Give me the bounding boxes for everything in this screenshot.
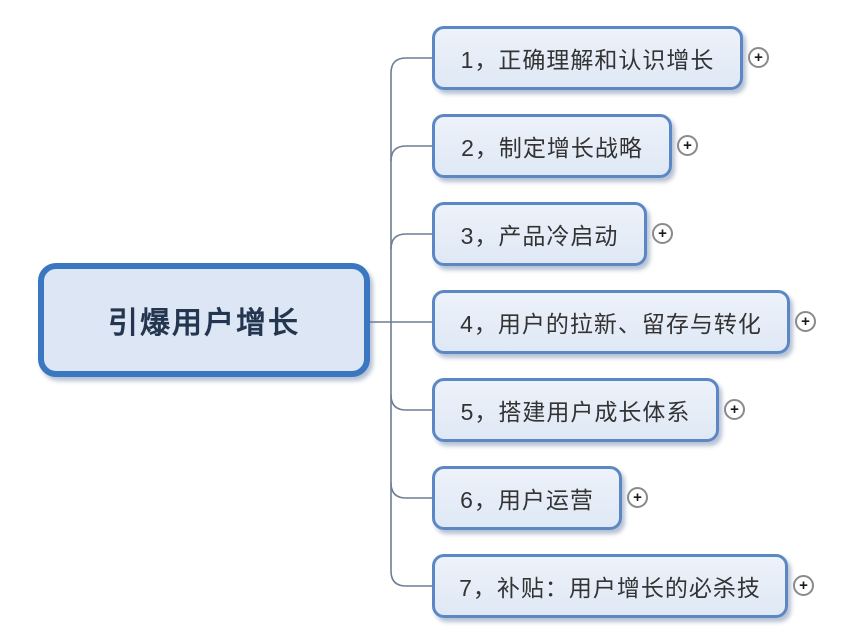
branch-node-1-label: 1，正确理解和认识增长 [460, 47, 715, 73]
plus-icon: + [658, 224, 667, 242]
plus-icon: + [799, 576, 808, 594]
plus-icon: + [683, 136, 692, 154]
connector-trunk-up-to-branch-1 [390, 57, 433, 323]
branch-node-3[interactable]: 3，产品冷启动 [432, 202, 647, 266]
root-node-label: 引爆用户增长 [108, 307, 300, 340]
branch-node-6-label: 6，用户运营 [460, 487, 594, 513]
branch-node-1[interactable]: 1，正确理解和认识增长 [432, 26, 743, 90]
branch-node-3-label: 3，产品冷启动 [460, 223, 619, 249]
expand-button-2[interactable]: + [677, 135, 698, 156]
branch-node-7[interactable]: 7，补贴：用户增长的必杀技 [432, 554, 788, 618]
expand-button-3[interactable]: + [652, 223, 673, 244]
mindmap-root-node[interactable]: 引爆用户增长 [38, 263, 370, 377]
branch-node-2[interactable]: 2，制定增长战略 [432, 114, 672, 178]
connector-trunk-down-to-branch-7 [390, 321, 433, 587]
plus-icon: + [754, 48, 763, 66]
branch-node-5-label: 5，搭建用户成长体系 [460, 399, 691, 425]
branch-node-5[interactable]: 5，搭建用户成长体系 [432, 378, 719, 442]
branch-node-2-label: 2，制定增长战略 [461, 135, 643, 161]
expand-button-1[interactable]: + [748, 47, 769, 68]
connector-branch-2 [390, 145, 433, 162]
expand-button-4[interactable]: + [795, 311, 816, 332]
plus-icon: + [633, 488, 642, 506]
plus-icon: + [801, 312, 810, 330]
branch-node-6[interactable]: 6，用户运营 [432, 466, 622, 530]
branch-node-7-label: 7，补贴：用户增长的必杀技 [459, 575, 761, 601]
expand-button-5[interactable]: + [724, 399, 745, 420]
expand-button-6[interactable]: + [627, 487, 648, 508]
connector-branch-6 [390, 482, 433, 499]
branch-node-4[interactable]: 4，用户的拉新、留存与转化 [432, 290, 790, 354]
connector-branch-5 [390, 394, 433, 411]
expand-button-7[interactable]: + [793, 575, 814, 596]
plus-icon: + [730, 400, 739, 418]
branch-node-4-label: 4，用户的拉新、留存与转化 [460, 311, 762, 337]
connector-branch-3 [390, 233, 433, 250]
